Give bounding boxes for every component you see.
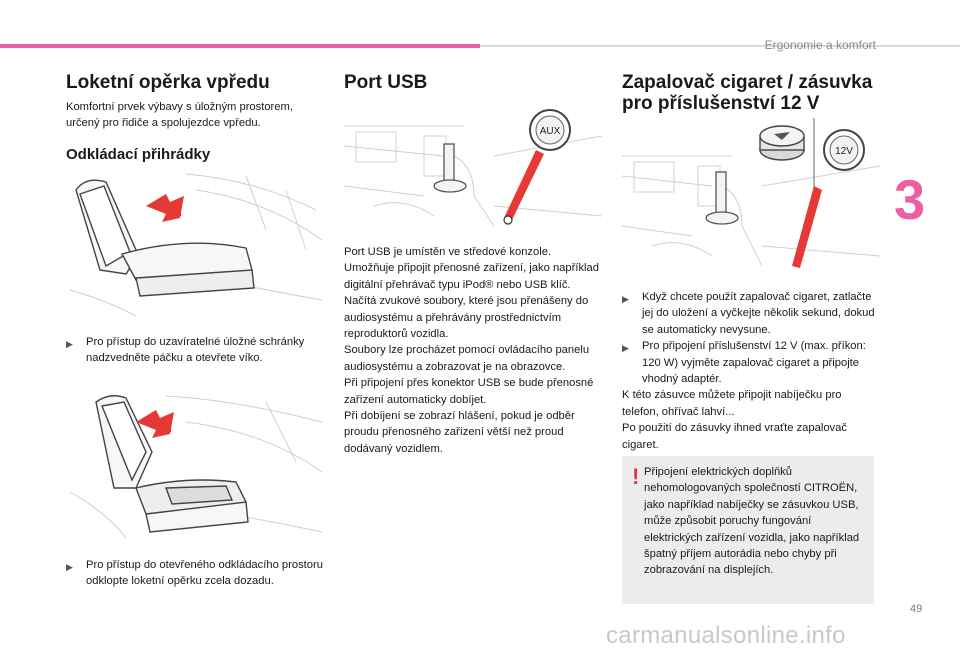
- socket-return-text: Po použití do zásuvky ihned vraťte zapal…: [622, 422, 847, 451]
- usb-paragraph: Umožňuje připojit přenosné zařízení, jak…: [344, 262, 599, 291]
- usb-description: Port USB je umístěn ve středové konzole.…: [344, 244, 600, 457]
- open-storage-bullet-text: Pro přístup do otevřeného odkládacího pr…: [86, 559, 323, 588]
- lighter-socket-illustration: 12V: [622, 116, 880, 280]
- armrest-title: Loketní opěrka vpředu: [66, 72, 270, 93]
- warning-text: Připojení elektrických doplňků nehomolog…: [644, 466, 860, 577]
- socket-bullet-text: Pro připojení příslušenství 12 V (max. p…: [642, 340, 866, 386]
- usb-paragraph: Při dobíjení se zobrazí hlášení, pokud j…: [344, 410, 575, 455]
- usb-paragraph: Při připojení přes konektor USB se bude …: [344, 377, 594, 406]
- socket-usage-text: K této zásuvce můžete připojit nabíječku…: [622, 389, 842, 418]
- armrest-lid-illustration: [66, 170, 324, 318]
- lighter-bullet-text: Když chcete použít zapalovač cigaret, za…: [642, 291, 875, 336]
- lid-bullet-text: Pro přístup do uzavíratelné úložné schrá…: [86, 336, 305, 365]
- bullet-arrow-icon: ▶: [622, 343, 629, 354]
- warning-exclamation-icon: !: [632, 464, 640, 489]
- usb-paragraph: Port USB je umístěn ve středové konzole.: [344, 246, 552, 258]
- chapter-number: 3: [894, 168, 926, 231]
- page-number: 49: [910, 603, 923, 615]
- header-accent-bar: [0, 44, 480, 48]
- usb-paragraph: Soubory lze procházet pomocí ovládacího …: [344, 344, 590, 373]
- open-storage-bullet: ▶ Pro přístup do otevřeného odkládacího …: [66, 557, 348, 590]
- watermark: carmanualsonline.info: [606, 622, 846, 649]
- armrest-intro: Komfortní prvek výbavy s úložným prostor…: [66, 101, 293, 130]
- bullet-arrow-icon: ▶: [622, 294, 629, 304]
- open-storage-illustration: [66, 392, 324, 540]
- bullet-arrow-icon: ▶: [66, 339, 73, 349]
- usb-port-illustration: AUX: [344, 96, 602, 230]
- lighter-bullet: ▶ Když chcete použít zapalovač cigaret, …: [622, 289, 878, 338]
- section-title: Ergonomie a komfort: [764, 38, 876, 52]
- lighter-title: Zapalovač cigaret / zásuvka pro přísluše…: [622, 72, 873, 114]
- warning-box: ! Připojení elektrických doplňků nehomol…: [622, 456, 874, 604]
- socket-12v-label: 12V: [835, 146, 853, 157]
- header-rule: [480, 45, 960, 47]
- aux-label: AUX: [540, 126, 561, 137]
- lid-bullet: ▶ Pro přístup do uzavíratelné úložné sch…: [66, 334, 348, 367]
- bullet-arrow-icon: ▶: [66, 562, 73, 572]
- storage-subtitle: Odkládací přihrádky: [66, 146, 211, 163]
- lighter-bullets: ▶ Když chcete použít zapalovač cigaret, …: [622, 289, 878, 453]
- socket-bullet: ▶ Pro připojení příslušenství 12 V (max.…: [622, 338, 878, 387]
- usb-title: Port USB: [344, 72, 428, 93]
- usb-paragraph: Načítá zvukové soubory, které jsou přená…: [344, 295, 589, 341]
